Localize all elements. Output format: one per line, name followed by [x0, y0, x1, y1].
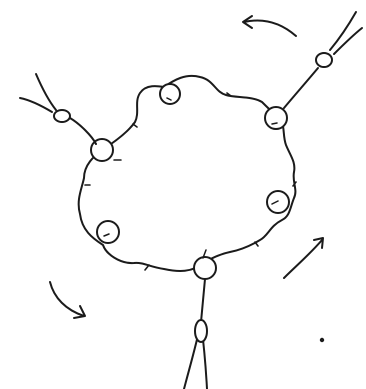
- figure-head-bottom: [194, 257, 216, 279]
- stray-dot: [321, 339, 323, 341]
- figure-upper-left-head: [54, 110, 70, 122]
- figure-upper-right-head: [316, 53, 332, 67]
- figure-head-right: [267, 191, 289, 213]
- figure-head-top-right: [265, 107, 287, 129]
- figure-bottom-torso: [195, 320, 207, 342]
- figure-head-bottom-left: [97, 221, 119, 243]
- figure-head-top: [160, 84, 180, 104]
